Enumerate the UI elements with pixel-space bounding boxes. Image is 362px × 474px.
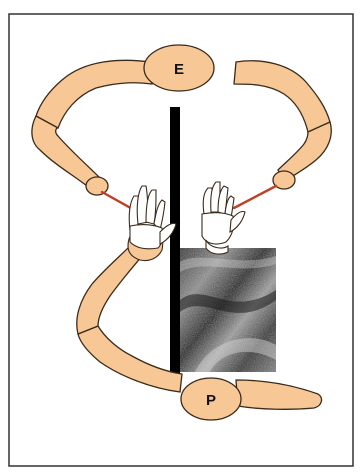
partition-bar: [170, 107, 180, 373]
figure-p-left-upper-arm: [78, 326, 182, 392]
figure-e-left-upper-arm: [36, 60, 152, 128]
right-hand-icon: [202, 182, 245, 254]
figure-e-right-upper-arm: [234, 61, 330, 132]
figure-p-right-arm: [236, 380, 321, 409]
figure-e: E: [32, 45, 331, 195]
left-hand-icon: [128, 186, 176, 261]
right-stick: [234, 186, 276, 208]
fabric-texture-image: [180, 248, 276, 372]
figure-p-label: P: [206, 392, 216, 409]
figure-p-left-forearm: [77, 246, 142, 334]
figure-e-label: E: [174, 61, 184, 78]
